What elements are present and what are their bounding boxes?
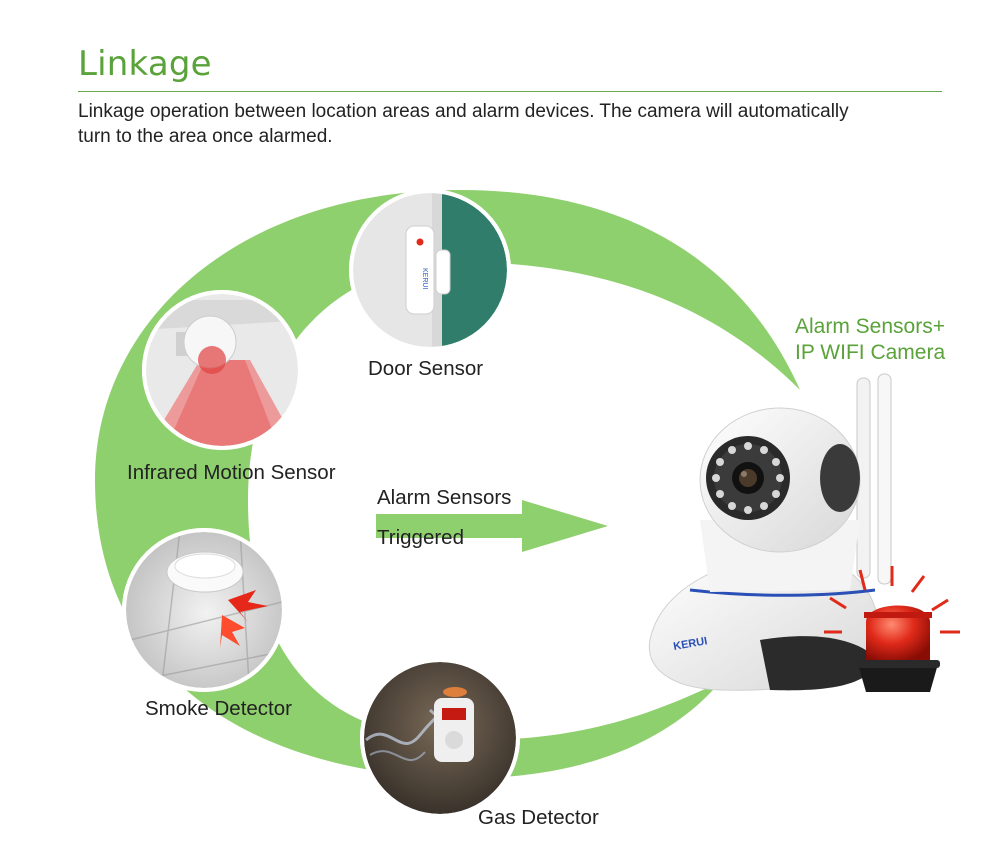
title-divider [78, 91, 942, 92]
triggered-label: Triggered [377, 526, 464, 549]
page-title: Linkage [78, 44, 212, 84]
alarm-siren-icon [824, 566, 960, 692]
camera-title-line-2: IP WIFI Camera [795, 341, 946, 364]
description-line-2: turn to the area once alarmed. [78, 126, 333, 147]
arrow-right-icon [376, 500, 608, 552]
smoke-detector-image [122, 528, 286, 692]
door-sensor-image: KERUI [349, 189, 511, 351]
alarm-sensors-label: Alarm Sensors [377, 486, 512, 509]
gas-detector-image [360, 658, 520, 818]
ip-camera-image: KERUI [648, 373, 892, 691]
svg-text:KERUI: KERUI [421, 268, 428, 289]
smoke-detector-label: Smoke Detector [145, 697, 292, 720]
description: Linkage operation between location areas… [78, 99, 938, 149]
description-line-1: Linkage operation between location areas… [78, 101, 849, 122]
camera-title-line-1: Alarm Sensors+ [795, 315, 945, 338]
motion-sensor-label: Infrared Motion Sensor [127, 461, 336, 484]
camera-brand-logo: KERUI [672, 635, 708, 653]
gas-detector-label: Gas Detector [478, 806, 599, 829]
door-sensor-label: Door Sensor [368, 357, 484, 380]
motion-sensor-image [142, 290, 302, 450]
